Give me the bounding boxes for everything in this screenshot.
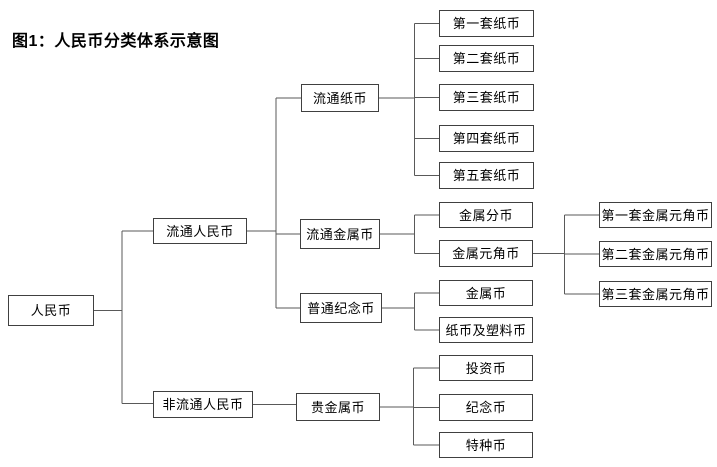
node-ordinary-commemorative: 普通纪念币 (300, 293, 382, 323)
node-circulating-rmb: 流通人民币 (153, 218, 247, 244)
node-investment-coin: 投资币 (439, 355, 533, 381)
node-metal-yuan-jiao: 金属元角币 (439, 240, 533, 267)
node-paper-and-plastic: 纸币及塑料币 (439, 317, 533, 343)
node-paper-set-2: 第二套纸币 (439, 45, 534, 72)
connector-ordinary-commemorative (382, 292, 439, 331)
node-circulating-paper: 流通纸币 (301, 84, 379, 112)
node-circulating-metal: 流通金属币 (300, 219, 380, 249)
node-special-coin: 特种币 (439, 432, 533, 458)
connector-circulating-metal (380, 214, 439, 254)
node-rmb: 人民币 (8, 295, 94, 326)
diagram-title: 图1：人民币分类体系示意图 (12, 33, 220, 50)
node-metal-fen: 金属分币 (439, 202, 533, 228)
connector-precious-metal (380, 367, 439, 446)
node-commemorative-coin: 纪念币 (439, 394, 533, 421)
node-metal-yuan-jiao-set-2: 第二套金属元角币 (599, 241, 712, 267)
node-precious-metal: 贵金属币 (296, 393, 380, 421)
connector-circulating (247, 97, 301, 309)
connector-circulating-paper (379, 23, 439, 176)
node-non-circulating-rmb: 非流通人民币 (153, 391, 253, 418)
node-paper-set-5: 第五套纸币 (439, 162, 534, 189)
node-paper-set-3: 第三套纸币 (439, 84, 534, 111)
connector-root (94, 230, 153, 404)
connector-metal-yuan-jiao (533, 214, 599, 295)
node-paper-set-4: 第四套纸币 (439, 125, 534, 152)
node-metal-coin: 金属币 (439, 280, 533, 306)
node-paper-set-1: 第一套纸币 (439, 10, 534, 37)
node-metal-yuan-jiao-set-1: 第一套金属元角币 (599, 202, 712, 228)
node-metal-yuan-jiao-set-3: 第三套金属元角币 (599, 281, 712, 307)
